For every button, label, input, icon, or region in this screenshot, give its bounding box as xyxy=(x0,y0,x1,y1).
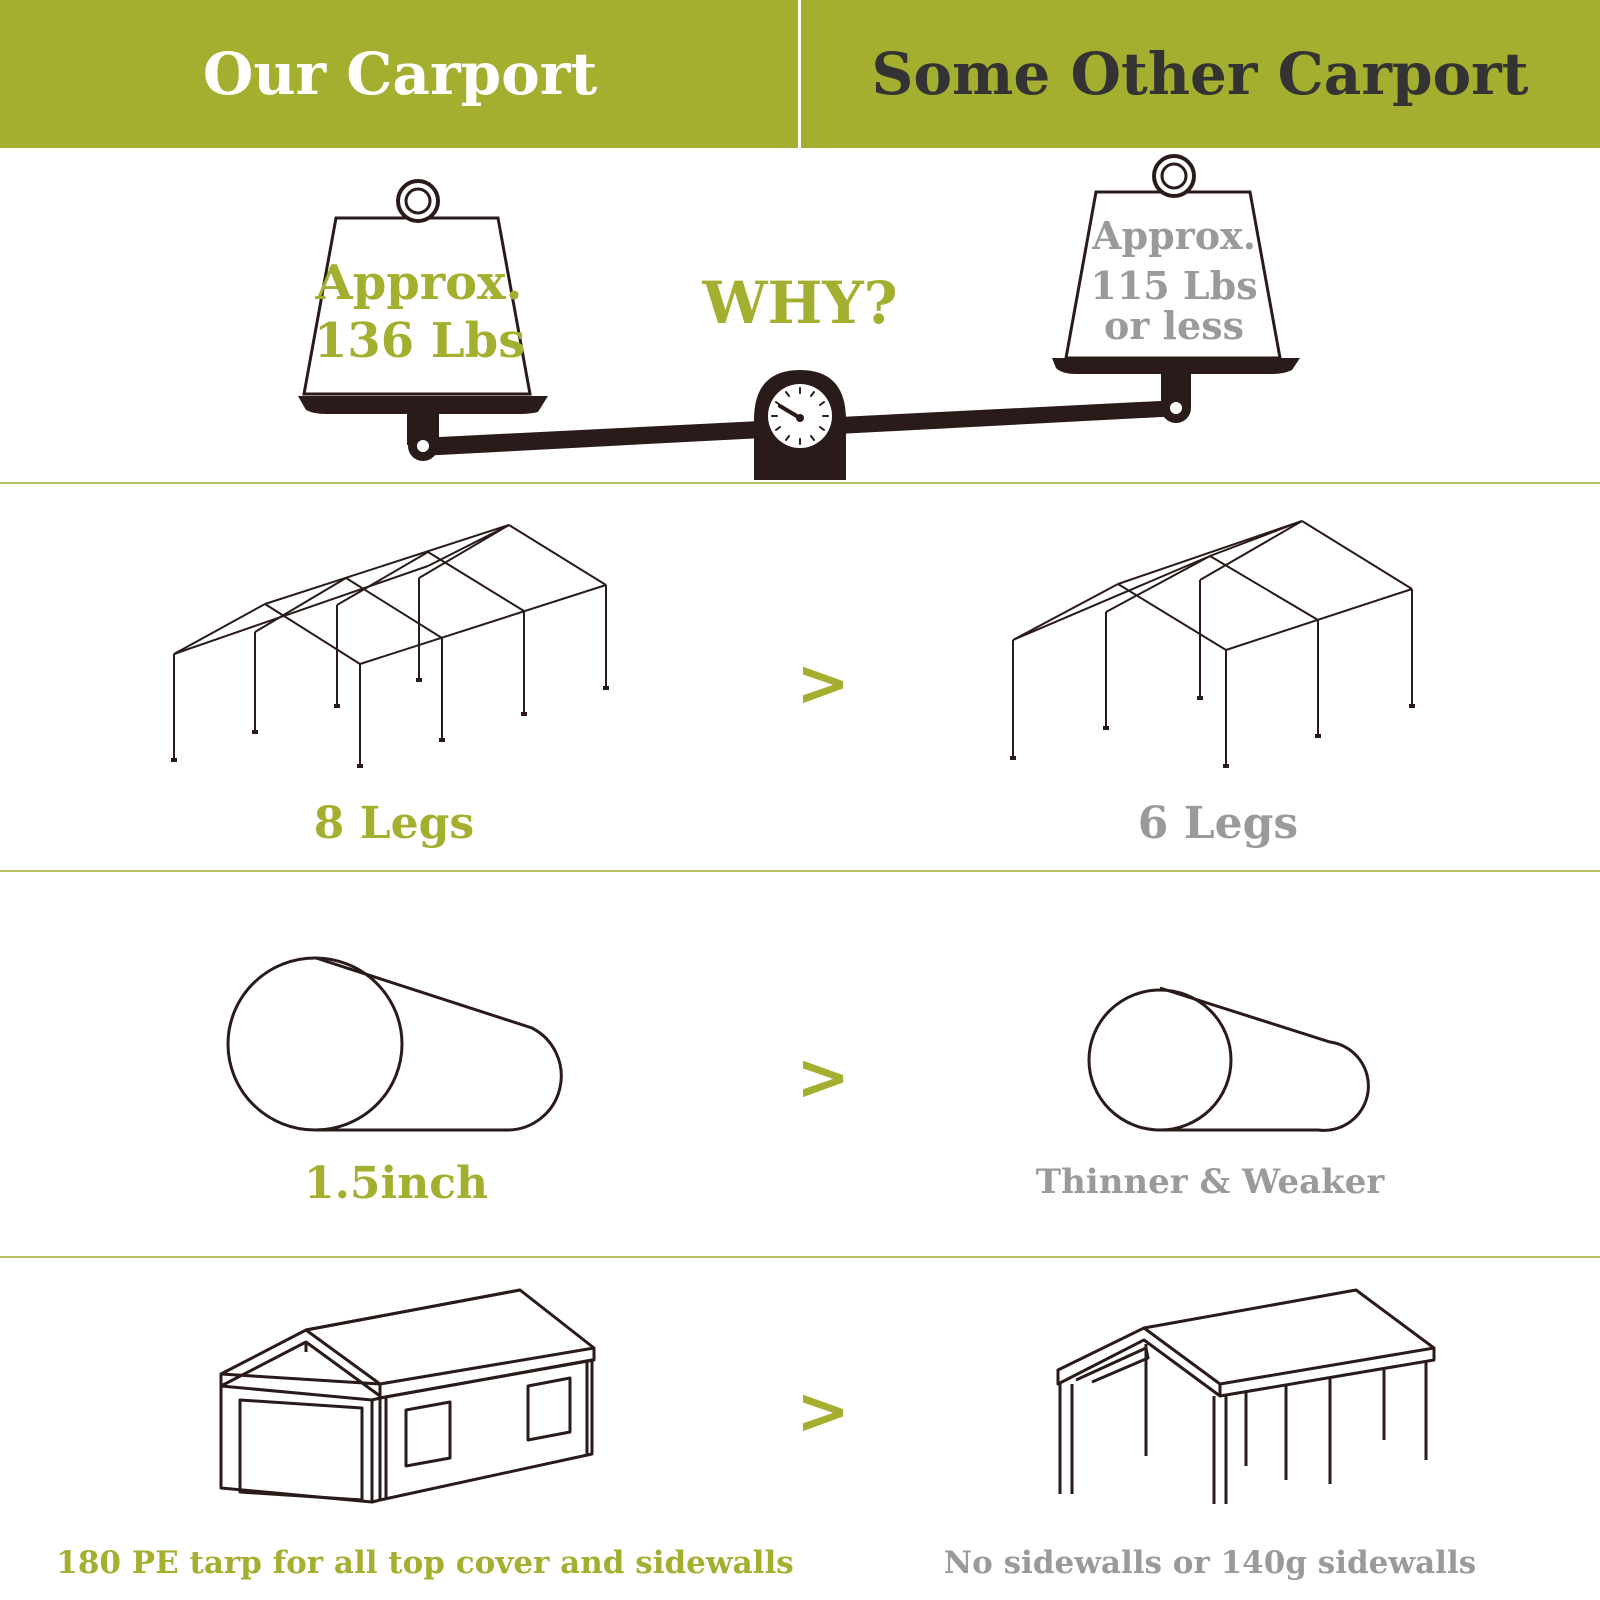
our-weight-line1: Approx. xyxy=(315,255,523,311)
balance-scale-icon xyxy=(298,154,1300,480)
header-bar: Our Carport Some Other Carport xyxy=(0,0,1600,148)
our-tarp-label: 180 PE tarp for all top cover and sidewa… xyxy=(56,1545,794,1581)
our-frame-8-legs-icon xyxy=(173,524,607,766)
section-divider-2 xyxy=(0,870,1600,872)
header-divider xyxy=(798,0,801,148)
greater-than-symbol-3: > xyxy=(796,1375,850,1449)
other-weight-block xyxy=(1064,190,1282,360)
other-frame-feet xyxy=(1010,696,1415,768)
greater-than-symbol-1: > xyxy=(796,647,850,721)
our-carport-title: Our Carport xyxy=(202,40,598,108)
our-enclosed-carport-icon xyxy=(219,1288,596,1504)
other-legs-label: 6 Legs xyxy=(1137,798,1299,849)
our-weight-line2: 136 Lbs xyxy=(314,313,526,369)
our-weight-block xyxy=(302,216,532,396)
other-tarp-label: No sidewalls or 140g sidewalls xyxy=(943,1545,1477,1581)
other-tube-icon xyxy=(1087,986,1370,1132)
other-frame-6-legs-icon xyxy=(1012,520,1413,766)
other-tube-label: Thinner & Weaker xyxy=(1035,1162,1385,1202)
why-question: WHY? xyxy=(702,269,898,337)
our-legs-label: 8 Legs xyxy=(313,798,475,849)
other-weight-line1: Approx. xyxy=(1092,213,1256,258)
our-tube-label: 1.5inch xyxy=(303,1158,489,1209)
our-tube-icon xyxy=(226,956,563,1132)
our-frame-feet xyxy=(171,678,609,768)
other-weight-line3: or less xyxy=(1104,303,1244,348)
other-weight-line2: 115 Lbs xyxy=(1090,263,1258,308)
section-divider-1 xyxy=(0,482,1600,484)
other-carport-title: Some Other Carport xyxy=(871,40,1529,108)
greater-than-symbol-2: > xyxy=(796,1041,850,1115)
section-divider-3 xyxy=(0,1256,1600,1258)
other-open-canopy-icon xyxy=(1056,1288,1436,1504)
